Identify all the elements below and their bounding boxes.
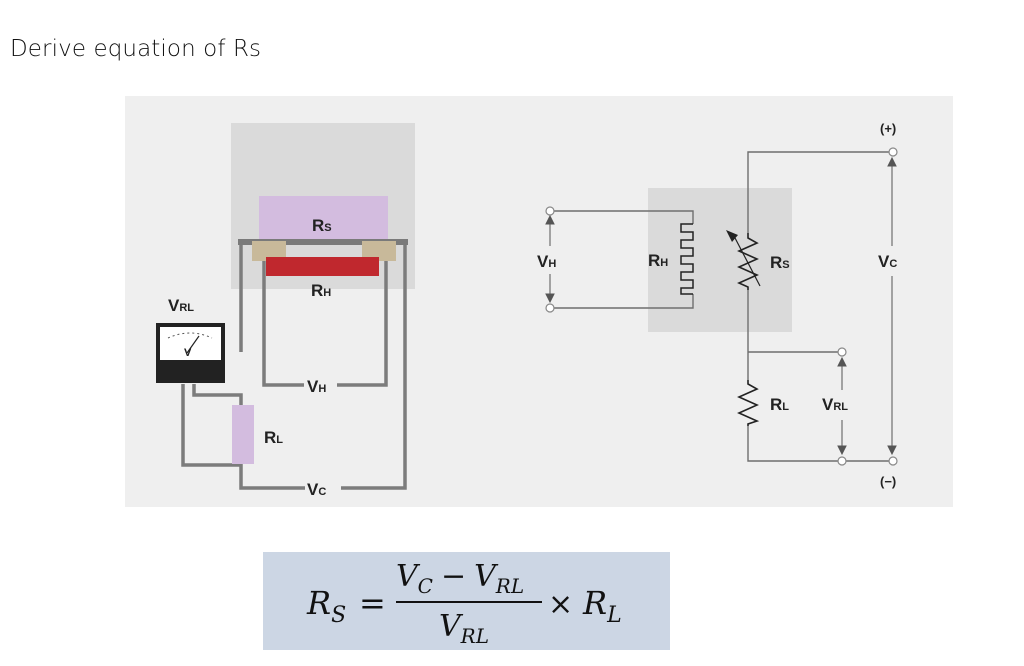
left-rs-label: RS <box>312 216 332 235</box>
rs-equation: RS = VC−VRL VRL × RL <box>306 559 622 648</box>
left-vc-label: VC <box>307 480 326 499</box>
vh-terminal-top <box>545 206 555 216</box>
minus-terminal-label: (−) <box>880 474 896 489</box>
left-vrl-label: VRL <box>168 296 194 315</box>
equation-rhs: RL <box>582 584 622 628</box>
vrl-terminal-bottom <box>837 456 847 466</box>
meter-wire <box>181 384 305 490</box>
equation-box: RS = VC−VRL VRL × RL <box>263 552 670 650</box>
heater-loop-wire <box>550 210 694 309</box>
left-rl-label: RL <box>264 428 283 447</box>
load-resistor-symbol <box>737 380 760 426</box>
equation-lhs: RS <box>306 584 346 628</box>
voltmeter <box>156 323 225 383</box>
right-vh-label: VH <box>537 252 556 271</box>
equation-equals: = <box>359 584 386 622</box>
equation-times: × <box>548 587 573 622</box>
heater-wire-left <box>239 243 304 387</box>
heater-wire-right <box>337 243 407 490</box>
page-title: Derive equation of Rs <box>10 36 262 62</box>
vc-terminal-minus <box>888 456 898 466</box>
load-resistor-rl <box>232 405 254 464</box>
left-rh-label: RH <box>311 281 331 300</box>
right-vc-label: VC <box>878 252 897 271</box>
main-loop-wire <box>747 151 893 462</box>
meter-v-label: V <box>184 347 192 359</box>
vh-terminal-bottom <box>545 303 555 313</box>
electrode-pad-left <box>252 241 286 261</box>
heater-element-rh <box>266 257 379 276</box>
left-physical-circuit: V RS RH VRL VH RL VC <box>156 123 415 499</box>
right-rh-label: RH <box>648 251 668 270</box>
sensing-element-rs <box>259 196 388 244</box>
right-rl-label: RL <box>770 395 789 414</box>
plus-terminal-label: (+) <box>880 121 896 136</box>
electrode-pad-right <box>362 241 396 261</box>
right-schematic: (+) (−) VH RH RS VC RL VRL <box>537 121 898 489</box>
variable-arrow <box>733 235 761 287</box>
right-rs-label: RS <box>770 253 790 272</box>
vrl-terminal-top <box>837 347 847 357</box>
equation-numerator: VC−VRL <box>396 559 524 598</box>
right-vrl-label: VRL <box>822 395 848 414</box>
equation-denominator: VRL <box>439 609 489 648</box>
electrode-bar <box>238 239 408 245</box>
vc-terminal-plus <box>888 147 898 157</box>
heater-coil-symbol <box>680 223 694 295</box>
left-vh-label: VH <box>307 377 326 396</box>
